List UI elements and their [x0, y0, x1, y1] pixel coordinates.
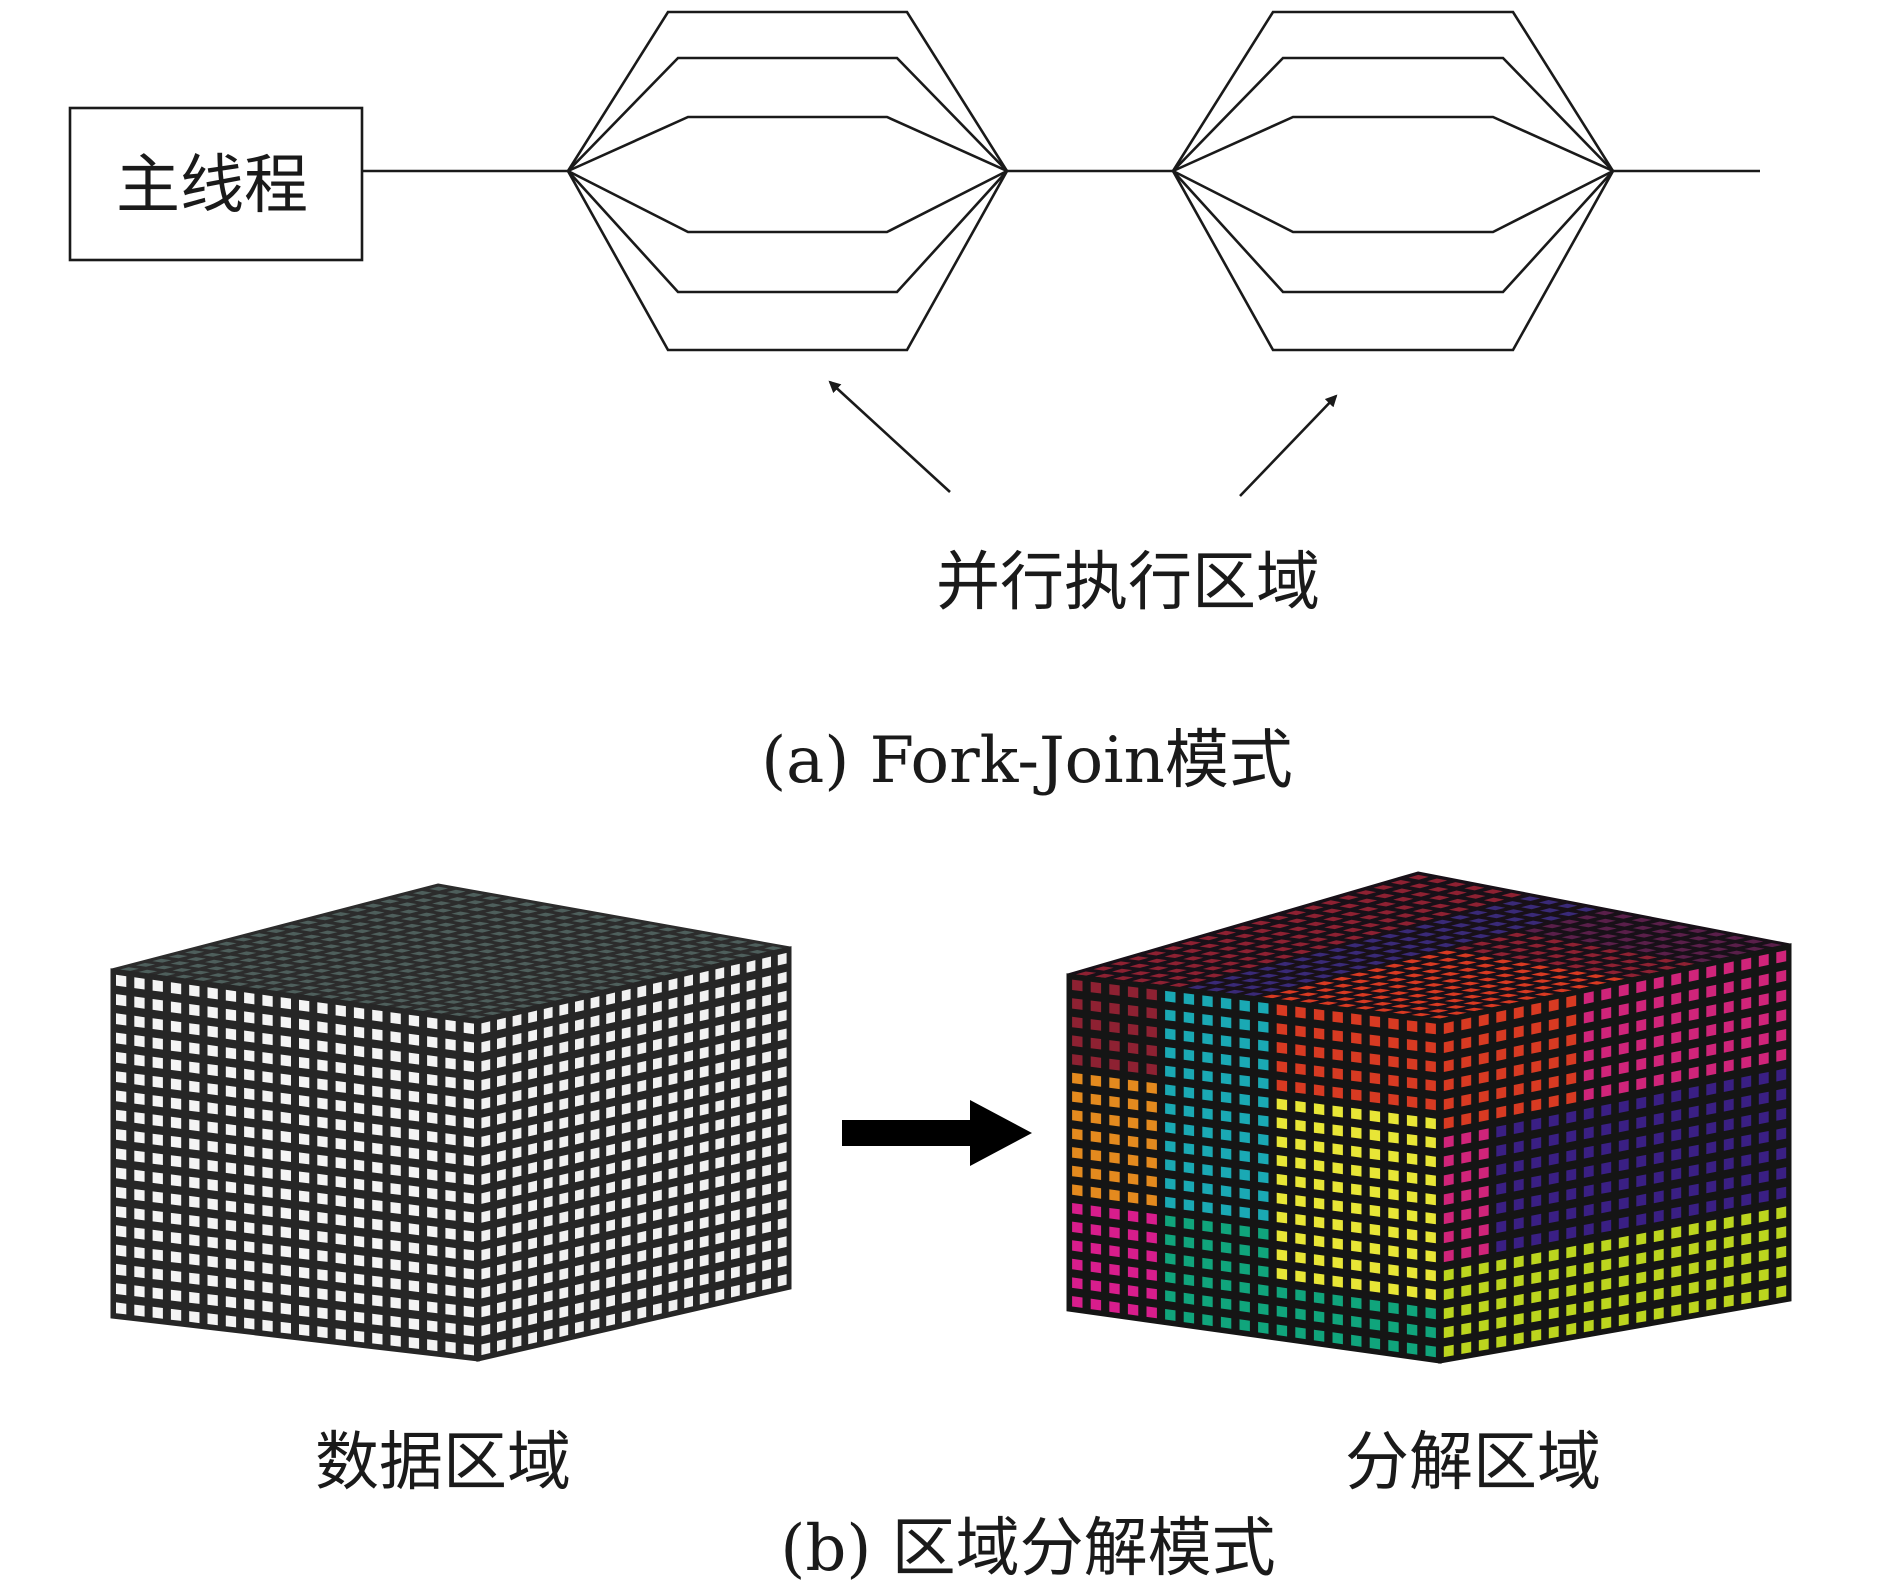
data-domain-grid: [110, 883, 792, 1362]
front-face: [1066, 973, 1442, 1364]
main-thread-label: 主线程: [116, 149, 308, 223]
caption-a: (a) Fork-Join模式: [761, 724, 1293, 798]
decomposed-domain-cube: [1066, 871, 1792, 1364]
decomposed-domain-label: 分解区域: [1345, 1426, 1601, 1500]
thread-path: [564, 115, 1011, 234]
parallel-region-1: [564, 10, 1011, 352]
parallel-region-label: 并行执行区域: [936, 546, 1320, 620]
thread-path: [1171, 56, 1615, 294]
right-face: [1438, 943, 1792, 1364]
thread-path: [566, 10, 1009, 352]
pointer-arrow-left: [828, 380, 951, 493]
data-domain-label: 数据区域: [315, 1426, 571, 1500]
decomposed-domain-grid: [1066, 871, 1792, 1364]
parallel-region-2: [1169, 10, 1617, 352]
pointer-arrow-right: [1239, 394, 1338, 497]
thread-path: [1171, 10, 1615, 352]
thread-path: [566, 56, 1009, 294]
front-face: [110, 968, 480, 1362]
data-domain-cube: [110, 883, 792, 1362]
thread-path: [1169, 115, 1617, 234]
main-thread-box: [68, 106, 364, 262]
right-face: [476, 946, 792, 1362]
fork-join-diagram: [68, 10, 1760, 497]
transform-arrow: [842, 1100, 1032, 1166]
caption-b: (b) 区域分解模式: [780, 1512, 1275, 1586]
